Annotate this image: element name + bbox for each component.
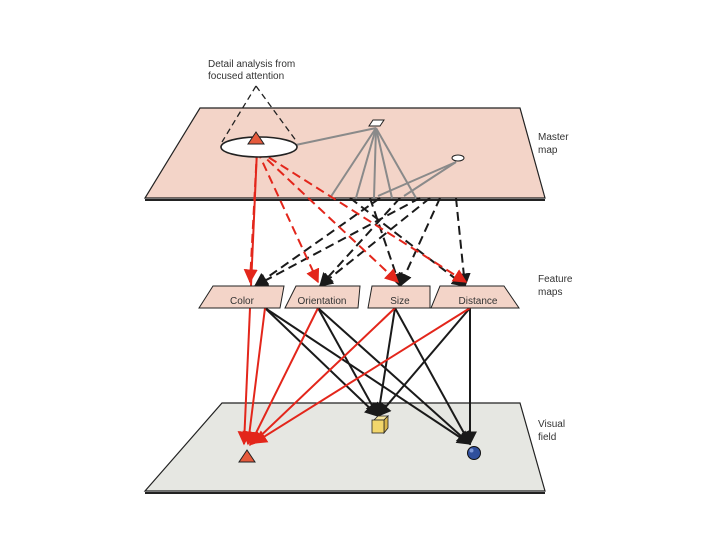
feature-map-color-plane xyxy=(198,285,285,309)
red-field-link-4 xyxy=(242,307,266,446)
dark-dashed-link-0 xyxy=(253,197,381,287)
red-field-link-1 xyxy=(249,307,319,447)
gray-link-diamond-2 xyxy=(373,127,377,199)
dark-field-link-2 xyxy=(317,307,379,418)
dark-field-link-0 xyxy=(264,307,380,417)
feature-map-distance-plane xyxy=(430,285,520,309)
annotation-line-2: focused attention xyxy=(208,71,284,82)
dark-field-link-4 xyxy=(394,307,471,446)
feature-map-distance-label: Distance xyxy=(459,296,498,307)
dark-dashed-link-5 xyxy=(253,197,421,287)
visual-field-plane xyxy=(143,402,546,492)
focus-cone-left xyxy=(221,85,257,143)
red-field-link-3 xyxy=(252,307,471,444)
field-triangle-icon xyxy=(238,449,256,463)
gray-link-diamond-1 xyxy=(355,127,377,199)
feature-map-orientation: Orientation xyxy=(284,285,361,309)
gray-link-diamond-4 xyxy=(375,127,417,199)
dark-field-link-1 xyxy=(264,307,472,445)
gray-link-diamond-3 xyxy=(375,127,393,199)
master-map-plane xyxy=(143,107,546,199)
visual-field-label-line-1: Visual xyxy=(538,419,565,430)
gray-link-ellipse-1 xyxy=(377,161,457,197)
dark-dashed-link-7 xyxy=(318,197,431,287)
focus-cone-right xyxy=(255,85,298,143)
dark-dashed-link-3 xyxy=(455,197,471,288)
dark-dashed-link-2 xyxy=(398,197,441,288)
feature-map-color: Color xyxy=(198,285,285,309)
red-dashed-link-1 xyxy=(256,149,320,284)
feature-map-distance: Distance xyxy=(430,285,520,309)
feature-map-size: Size xyxy=(367,285,431,309)
field-cube-icon xyxy=(371,415,389,435)
red-field-link-2 xyxy=(250,307,396,445)
dark-dashed-link-4 xyxy=(349,197,467,287)
feature-map-color-label: Color xyxy=(230,296,255,307)
dark-field-link-7 xyxy=(377,307,471,418)
feature-map-size-plane xyxy=(367,285,431,309)
master-ellipse-icon xyxy=(451,154,465,162)
annotation-line-1: Detail analysis from xyxy=(208,59,295,70)
field-sphere-icon xyxy=(467,446,481,460)
dark-field-link-3 xyxy=(317,307,472,445)
master-triangle-icon xyxy=(247,131,265,145)
gray-link-diamond-0 xyxy=(329,127,377,199)
dark-dashed-link-1 xyxy=(319,197,401,288)
gray-link-ellipse-0 xyxy=(403,161,457,197)
red-dashed-link-2 xyxy=(256,149,400,283)
master-diamond-icon xyxy=(368,119,385,127)
master-map-label-line-2: map xyxy=(538,145,558,156)
dark-field-link-5 xyxy=(373,307,396,418)
feature-map-orientation-plane xyxy=(284,285,361,309)
visual-field-label-line-2: field xyxy=(538,432,556,443)
feature-map-orientation-label: Orientation xyxy=(298,296,347,307)
master-map-label-line-1: Master xyxy=(538,132,569,143)
focus-spotlight-icon xyxy=(220,85,298,158)
feature-maps-label-line-1: Feature xyxy=(538,274,573,285)
connection-lines xyxy=(237,127,477,447)
feature-map-size-label: Size xyxy=(390,296,410,307)
feature-maps-label-line-2: maps xyxy=(538,287,562,298)
